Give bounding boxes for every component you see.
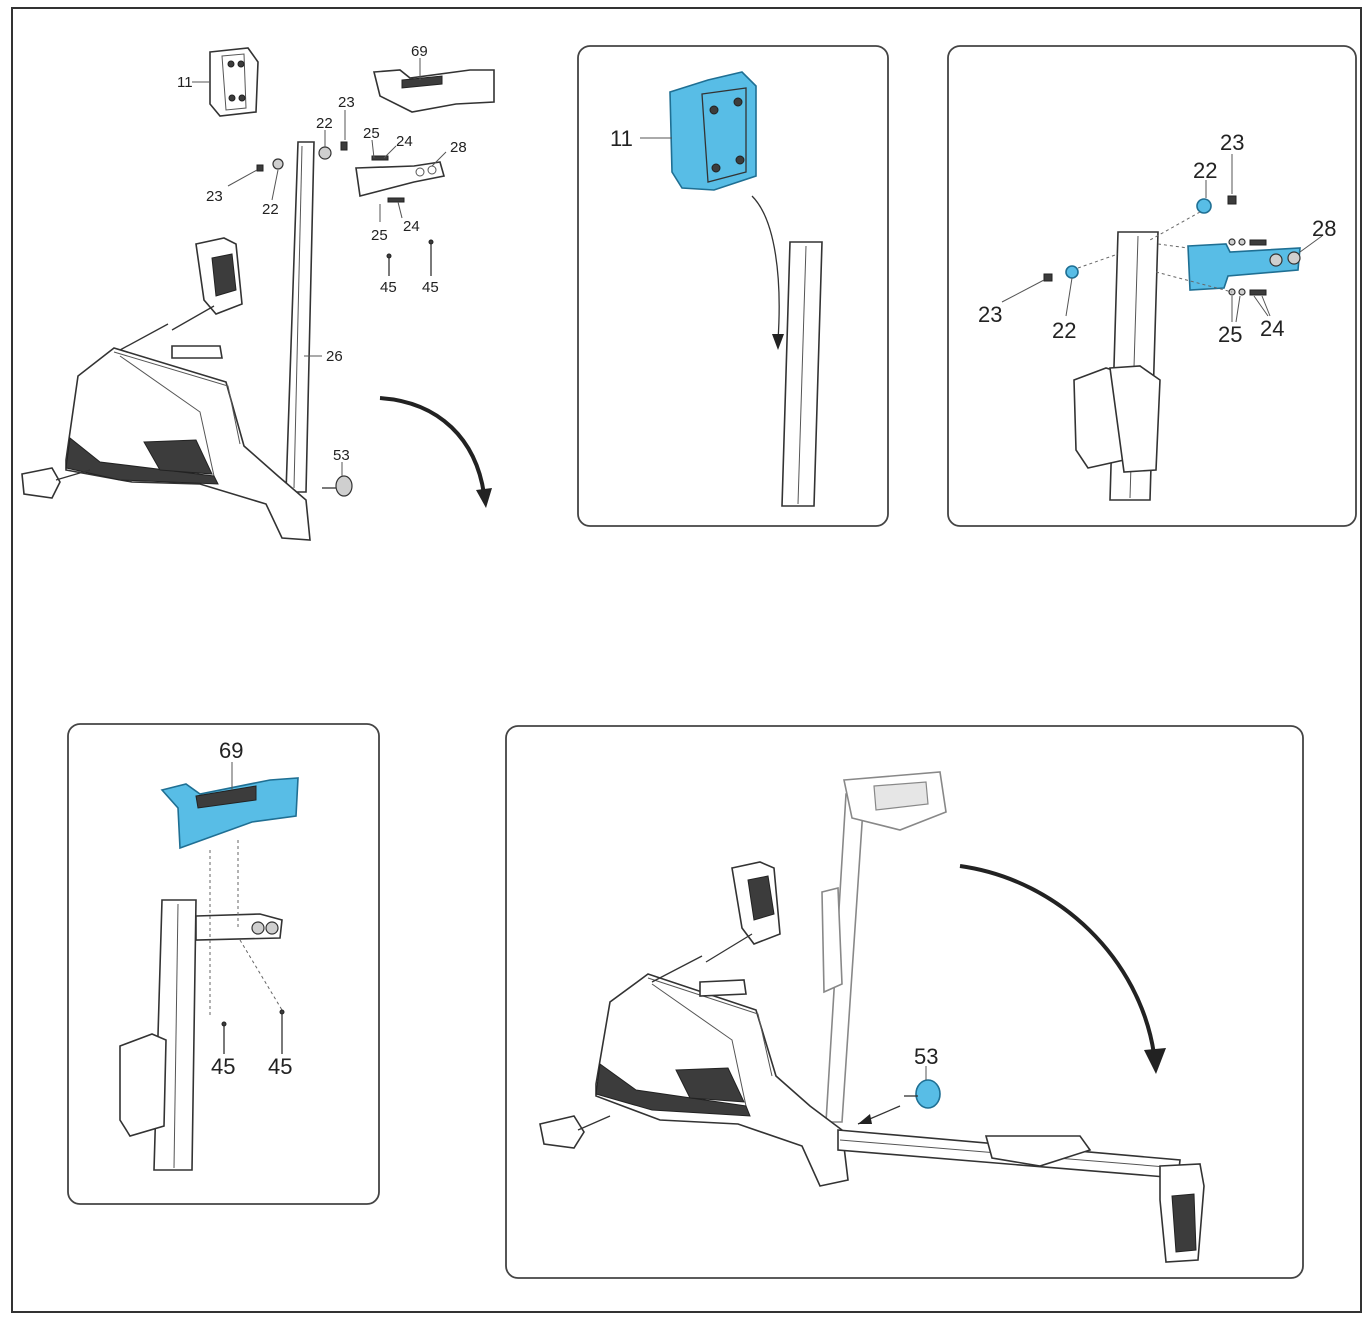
knob-53-highlighted: [915, 1079, 941, 1109]
label-28: 28: [450, 139, 467, 156]
detail-panel-shroud-69: 69 45 45: [67, 723, 380, 1205]
label-28-detail: 28: [1312, 216, 1336, 241]
label-24-bottom: 24: [403, 218, 420, 235]
label-53-final: 53: [914, 1044, 938, 1069]
knob-53-small: [335, 475, 353, 497]
washer-22-left: [272, 158, 284, 170]
bracket-28-small: [355, 161, 446, 197]
label-69: 69: [411, 43, 428, 60]
hardware-group: 22 23 23 22 28 25 24 24 25: [206, 94, 467, 296]
part-69-shroud: 69: [372, 43, 495, 113]
label-45-a: 45: [380, 279, 397, 296]
detail-panel-cover-11: 11: [577, 45, 889, 527]
washer-22-top: [318, 146, 332, 160]
label-25-top: 25: [363, 125, 380, 142]
label-53: 53: [333, 447, 350, 464]
label-25-detail: 25: [1218, 322, 1242, 347]
final-assembly-panel: 53: [505, 725, 1304, 1279]
label-11-detail: 11: [610, 126, 633, 151]
label-45-a-detail: 45: [211, 1054, 235, 1079]
label-22-left-detail: 22: [1052, 318, 1076, 343]
label-22-top-detail: 22: [1193, 158, 1217, 183]
rotate-arrowhead-overview: [476, 488, 492, 508]
overview-exploded-view: 11 69 22 23 23 22 28: [21, 43, 495, 541]
label-22-top: 22: [316, 115, 333, 132]
washer-22-left-detail: [1065, 265, 1079, 279]
label-11: 11: [177, 74, 193, 91]
rotate-arrow-overview: [379, 396, 486, 495]
label-23-left-detail: 23: [978, 302, 1002, 327]
label-23-top: 23: [338, 94, 355, 111]
bolt-23-left-detail: [1043, 273, 1053, 282]
page-frame: [11, 7, 1362, 1313]
label-69-detail: 69: [219, 738, 243, 763]
label-23-top-detail: 23: [1220, 130, 1244, 155]
rower-body-overview: 53: [21, 237, 353, 541]
label-26: 26: [326, 348, 343, 365]
label-24-top: 24: [396, 133, 413, 150]
washer-22-top-detail: [1196, 198, 1212, 214]
label-24-detail: 24: [1260, 316, 1284, 341]
rail-26-upright: 26: [285, 141, 343, 493]
bolt-23-left: [256, 164, 264, 172]
bolt-23-top: [340, 141, 348, 151]
label-25-bottom: 25: [371, 227, 388, 244]
bolt-23-top-detail: [1227, 195, 1237, 205]
rotate-arrow-final: [959, 864, 1156, 1055]
rotate-arrowhead-final: [1144, 1048, 1166, 1074]
label-22-left: 22: [262, 201, 279, 218]
part-11-cover: 11: [177, 47, 259, 117]
label-45-b: 45: [422, 279, 439, 296]
label-23-left: 23: [206, 188, 223, 205]
detail-panel-bracket-28: 28 23 22 23 22 25 24: [947, 45, 1357, 527]
label-45-b-detail: 45: [268, 1054, 292, 1079]
